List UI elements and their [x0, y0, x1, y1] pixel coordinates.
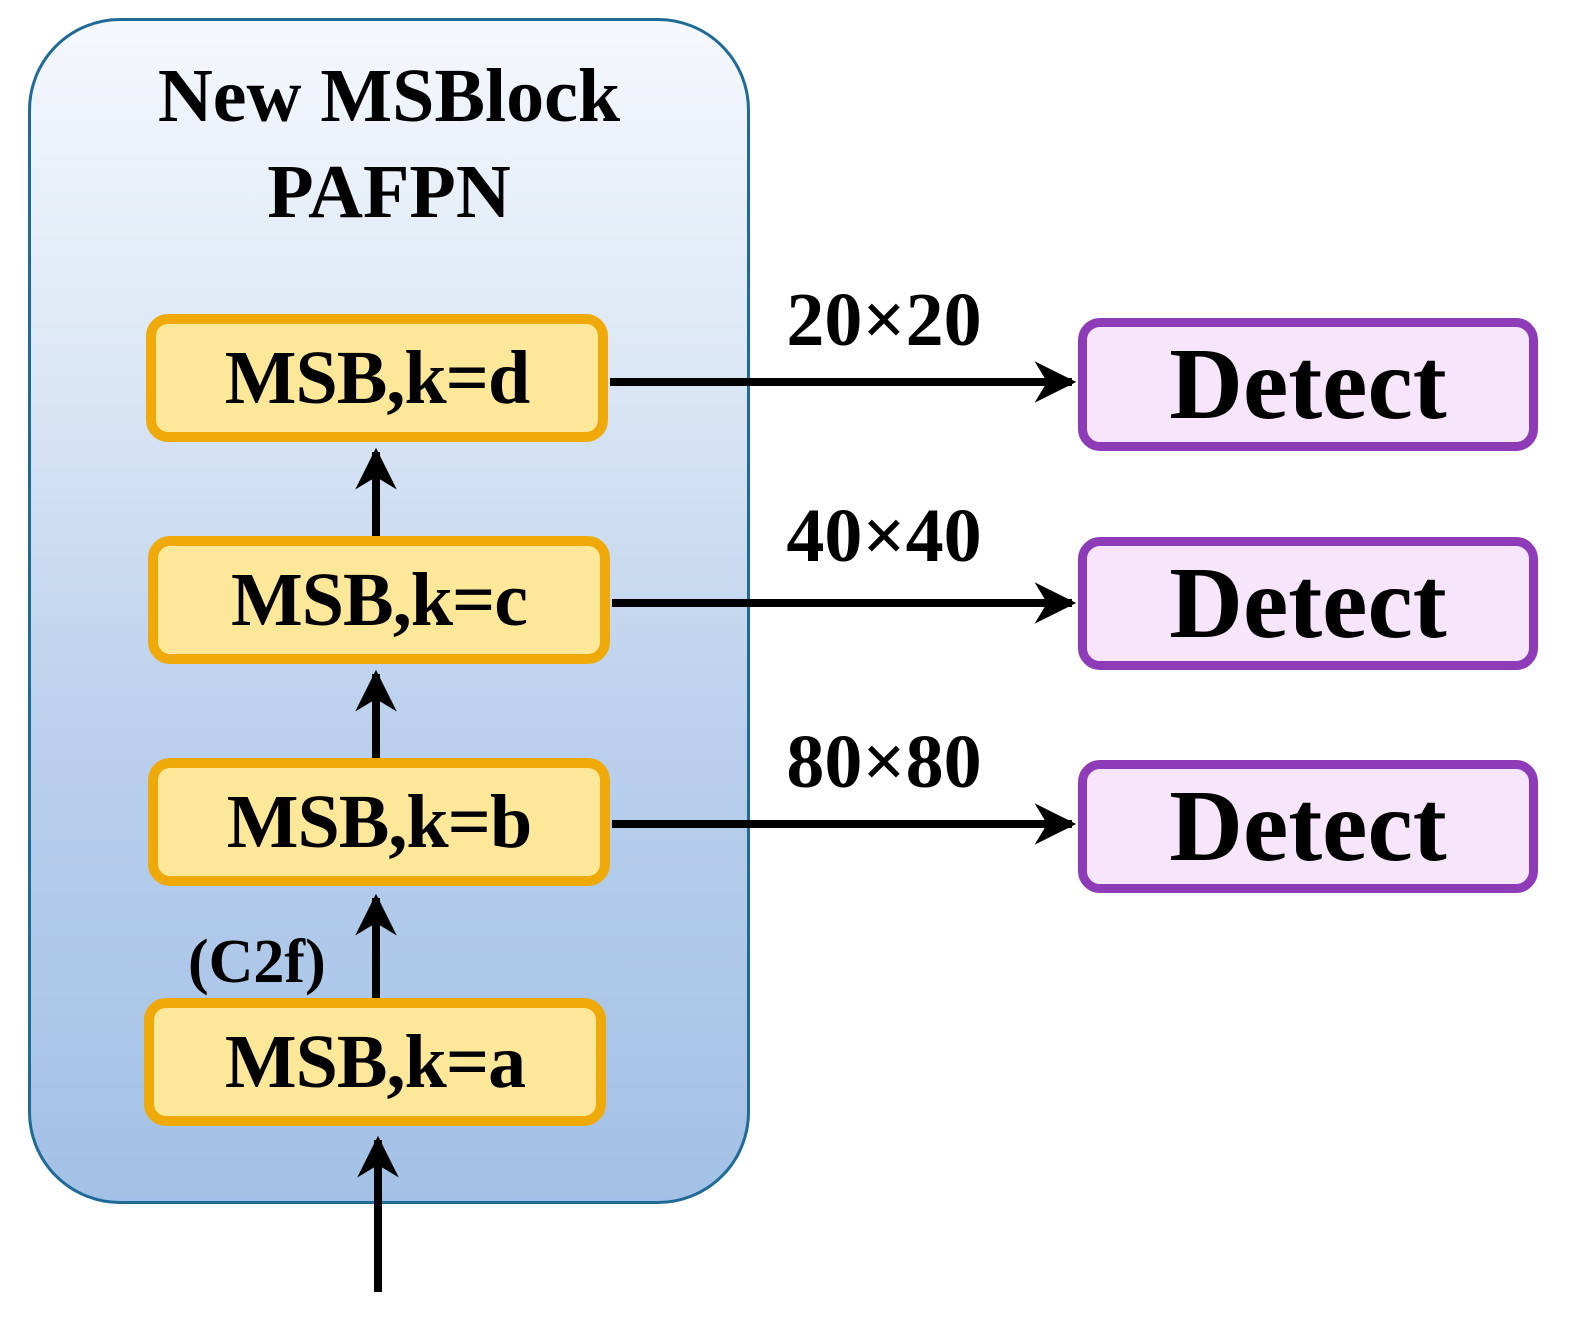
detect-head-20: Detect — [1078, 318, 1538, 451]
msb-block-d: MSB,k=d — [146, 314, 608, 442]
size-label-40: 40×40 — [786, 494, 982, 578]
msb-block-a: MSB,k=a — [144, 998, 606, 1126]
msb-block-b: MSB,k=b — [148, 758, 610, 886]
detect-head-80: Detect — [1078, 760, 1538, 893]
size-label-20: 20×20 — [786, 278, 982, 362]
panel-title-line1: New MSBlock — [157, 54, 621, 138]
panel-title: New MSBlock PAFPN — [28, 48, 750, 240]
c2f-label: (C2f) — [188, 928, 326, 996]
panel-title-line2: PAFPN — [267, 150, 511, 234]
msb-block-c: MSB,k=c — [148, 536, 610, 664]
size-label-80: 80×80 — [786, 720, 982, 804]
detect-head-40: Detect — [1078, 537, 1538, 670]
